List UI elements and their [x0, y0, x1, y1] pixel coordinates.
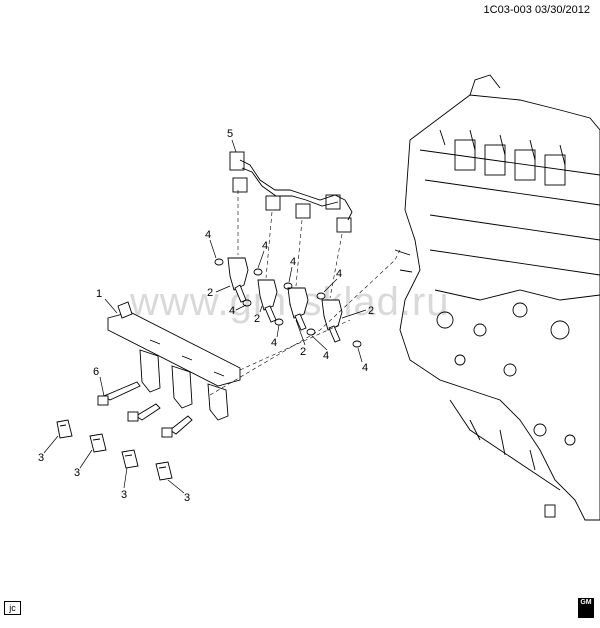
diagram-header: 1C03-003 03/30/2012	[484, 4, 590, 16]
callout-label: 6	[93, 366, 99, 378]
callout-label: 4	[290, 256, 296, 268]
corner-tag: jc	[4, 601, 21, 615]
callout-label: 2	[254, 313, 260, 325]
callout-label: 1	[96, 288, 102, 300]
callout-leaders	[43, 139, 367, 494]
callout-label: 4	[205, 229, 211, 241]
callout-label: 4	[323, 350, 329, 362]
diagram-date: 03/30/2012	[534, 4, 590, 16]
assembly-leader-lines	[209, 190, 401, 396]
callout-numbers: 1 2 2 2 2 3 3 3 3 4 4 4 4 4 4 4 4 5 6	[38, 128, 374, 504]
callout-label: 3	[38, 452, 44, 464]
callout-label: 4	[336, 268, 342, 280]
injector-harness	[229, 151, 353, 233]
watermark: www.gm-sklad.ru	[130, 280, 450, 325]
gm-logo-text: GM	[580, 599, 592, 606]
fuel-injectors	[227, 257, 343, 343]
callout-label: 5	[227, 128, 233, 140]
callout-label: 3	[74, 467, 80, 479]
callout-label: 4	[271, 337, 277, 349]
callout-label: 2	[207, 287, 213, 299]
rail-bolts	[97, 381, 193, 438]
callout-label: 3	[184, 492, 190, 504]
callout-label: 4	[229, 305, 235, 317]
diagram-code: 1C03-003	[483, 4, 532, 16]
callout-label: 2	[300, 346, 306, 358]
engine-block	[394, 74, 600, 521]
callout-label: 4	[362, 362, 368, 374]
gm-logo: GM	[578, 598, 594, 618]
clips	[56, 419, 173, 481]
callout-label: 3	[121, 489, 127, 501]
fuel-rail	[107, 301, 241, 421]
callout-label: 4	[262, 240, 268, 252]
callout-label: 2	[368, 305, 374, 317]
